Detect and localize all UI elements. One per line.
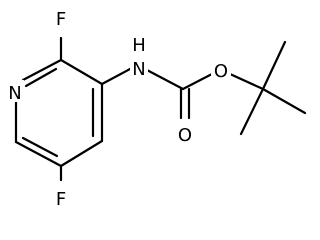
molecule-diagram: F N H N O O F bbox=[6, 6, 307, 210]
bond-o-cquat bbox=[228, 72, 265, 91]
bond-tbu-methyl-bottom bbox=[239, 87, 265, 136]
bond-n1-c2 bbox=[21, 58, 63, 82]
atom-n-amine: N bbox=[132, 59, 145, 80]
bond-c-o-ester bbox=[181, 72, 214, 91]
atom-o-ester: O bbox=[214, 61, 228, 82]
mask-o-carbonyl bbox=[175, 123, 195, 145]
bond-tbu-methyl-right bbox=[261, 87, 307, 115]
atom-f-top: F bbox=[56, 9, 66, 30]
mask-n-ring bbox=[6, 80, 24, 102]
bond-c2-c3 bbox=[59, 58, 104, 86]
bond-n1-c2-inner bbox=[24, 67, 58, 88]
bond-tbu-methyl-top bbox=[261, 40, 287, 91]
mask-f-bottom bbox=[52, 187, 70, 209]
bond-c5-c6 bbox=[14, 140, 63, 168]
bond-n-c bbox=[143, 67, 185, 91]
atom-o-carbonyl: O bbox=[178, 125, 192, 146]
mask-nh bbox=[130, 35, 148, 80]
atom-n-ring: N bbox=[8, 83, 21, 104]
mask-o-ester bbox=[211, 59, 231, 81]
bond-c3-n bbox=[100, 67, 132, 86]
bond-c4-c5 bbox=[59, 139, 104, 168]
structure-canvas: F N H N O O F bbox=[6, 6, 307, 210]
atom-h-amine: H bbox=[132, 35, 146, 56]
mask-f-top bbox=[52, 6, 70, 28]
atom-f-bottom: F bbox=[56, 189, 66, 210]
bond-c5-c6-inner bbox=[21, 136, 59, 158]
